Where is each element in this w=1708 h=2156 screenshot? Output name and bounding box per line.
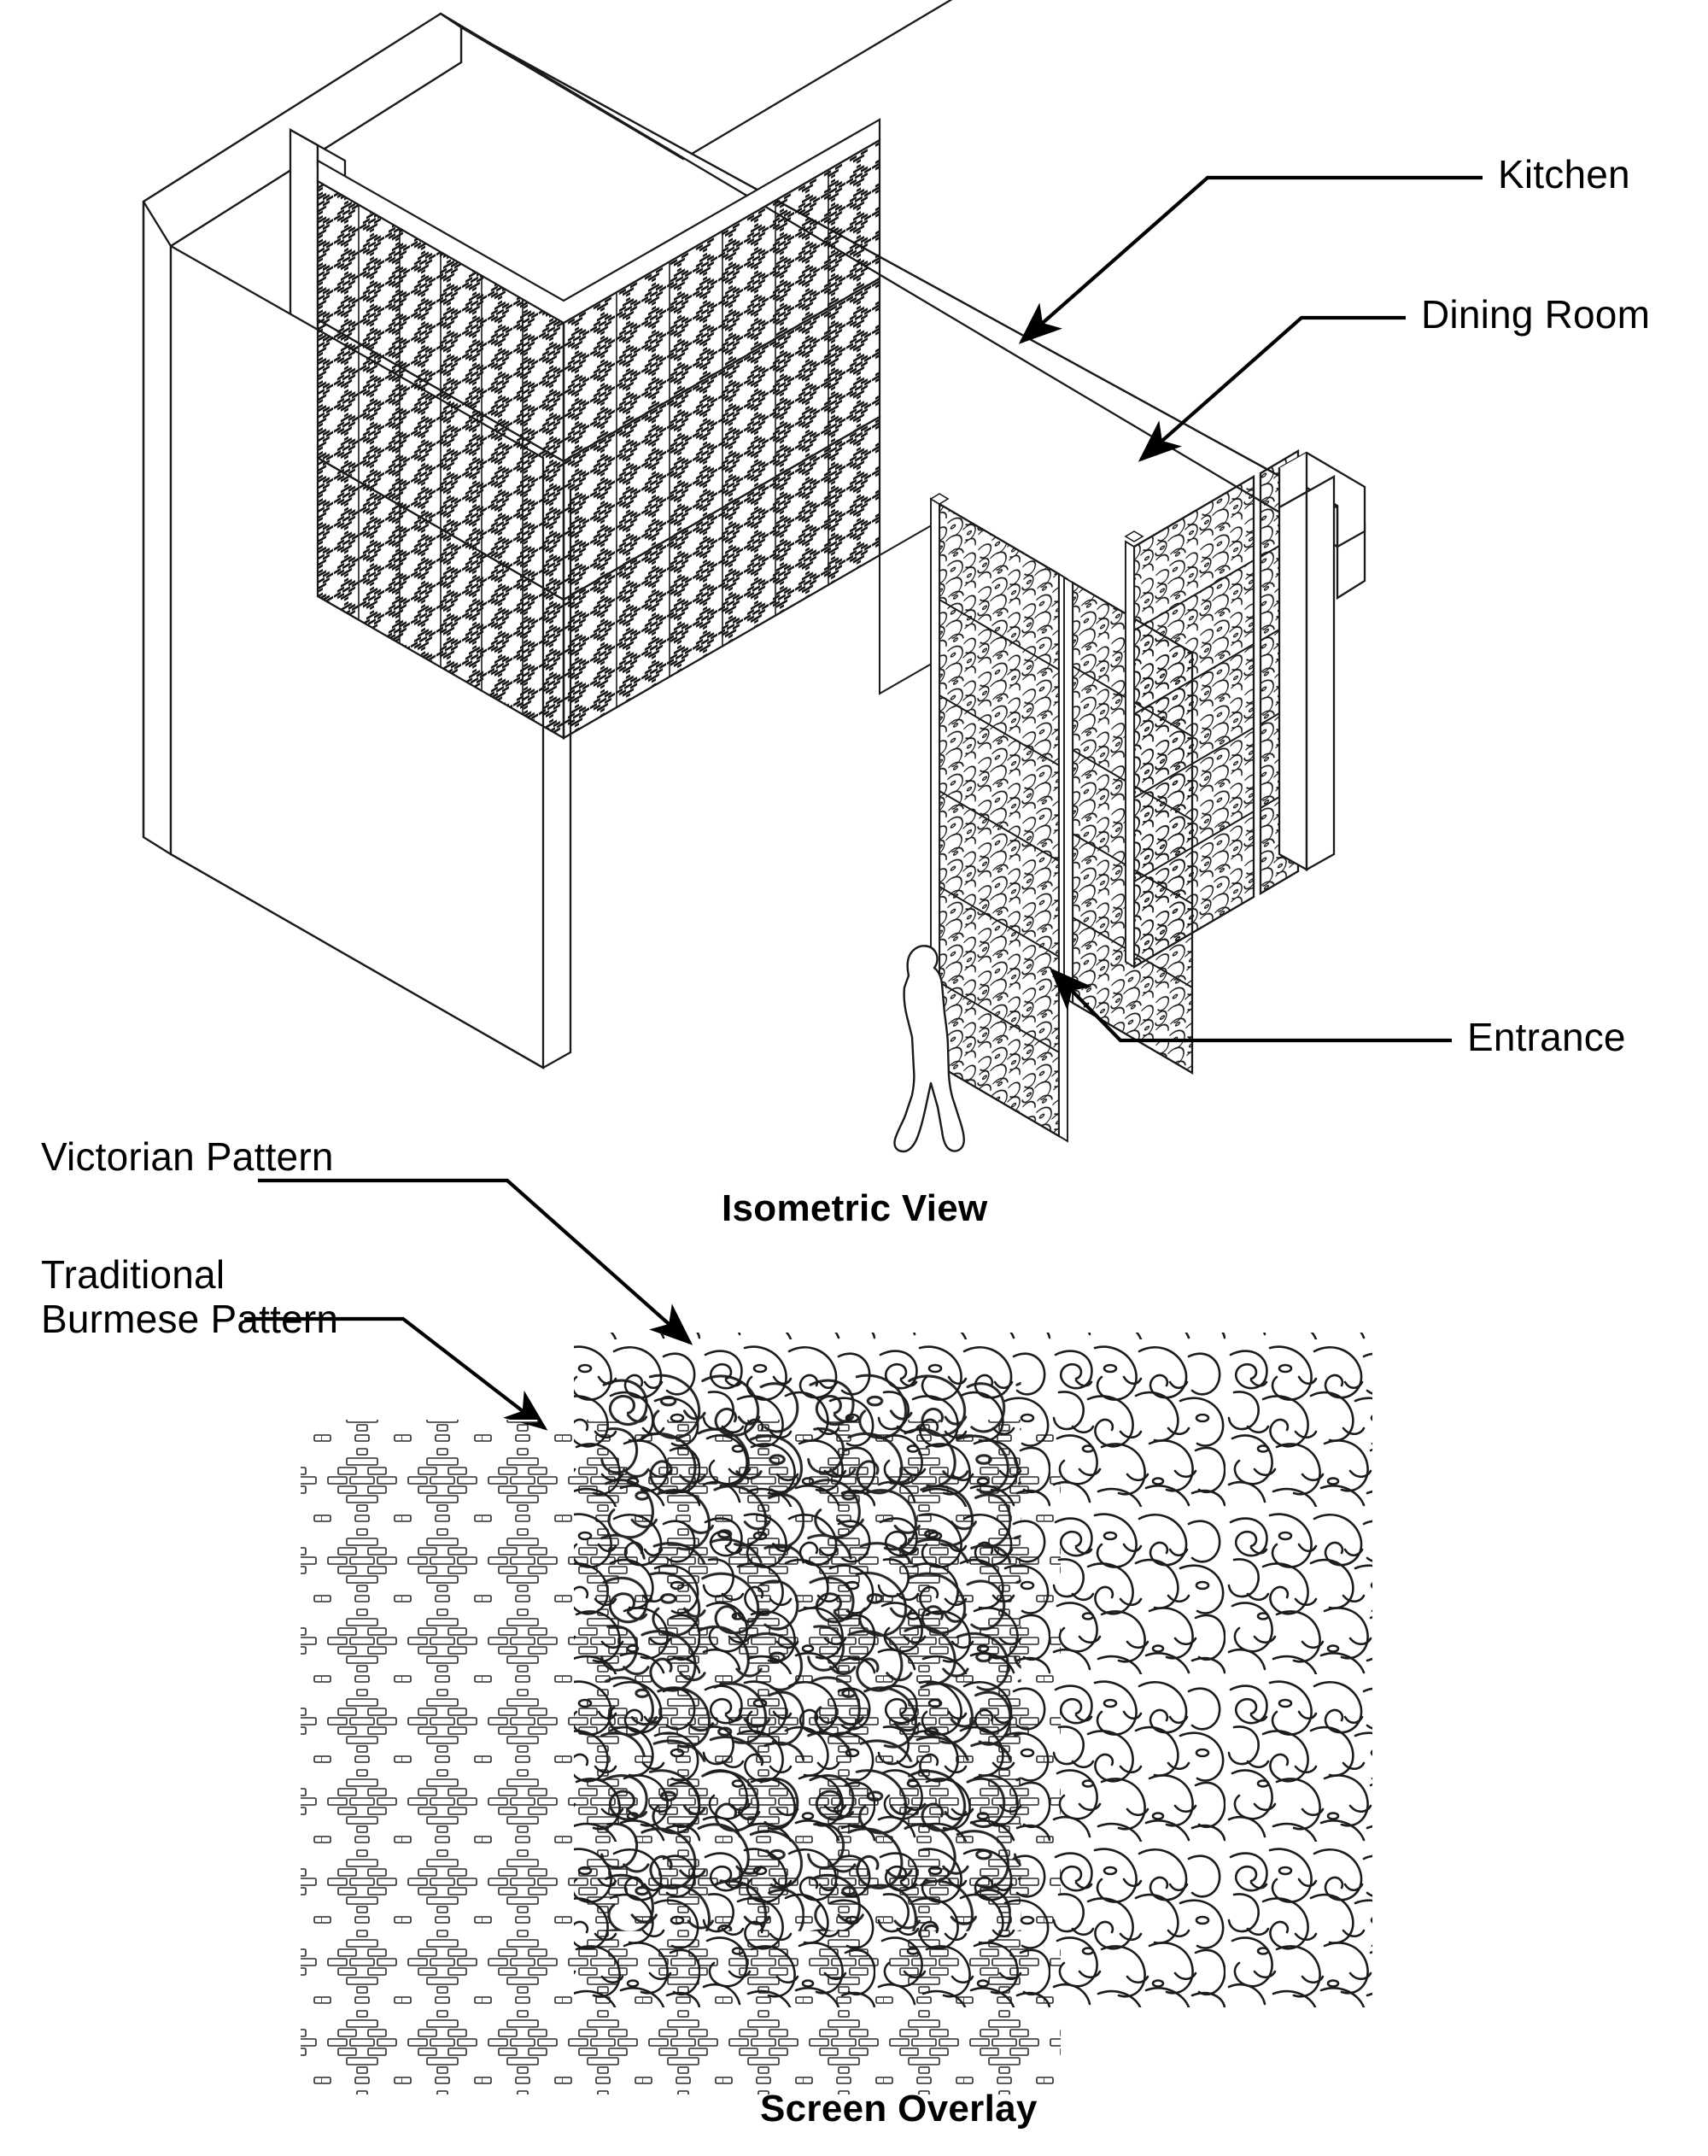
label-dining-room: Dining Room xyxy=(1421,292,1651,337)
leader-victorian xyxy=(258,1178,693,1345)
leader-kitchen xyxy=(1018,175,1483,344)
leader-entrance xyxy=(1050,967,1452,1043)
partition-screen-wall xyxy=(316,118,881,740)
label-entrance: Entrance xyxy=(1467,1015,1626,1059)
caption-screen-overlay: Screen Overlay xyxy=(760,2088,1038,2130)
right-end-wall-pier xyxy=(1278,451,1366,871)
leader-burmese xyxy=(244,1316,548,1431)
entrance-screen-panel-c xyxy=(1124,474,1255,970)
rear-right-wall xyxy=(440,0,953,161)
screen-victorian-lower xyxy=(879,521,937,695)
label-traditional-burmese-pattern: Traditional Burmese Pattern xyxy=(41,1252,339,1342)
caption-isometric-view: Isometric View xyxy=(722,1187,988,1229)
overlay-overlap-core xyxy=(598,1367,1021,1931)
annotation-leaders xyxy=(244,175,1483,1431)
entrance-screen-panel-a xyxy=(929,493,1068,1143)
isometric-view-group xyxy=(142,0,1483,1431)
right-wall-slab xyxy=(1305,475,1336,871)
label-kitchen: Kitchen xyxy=(1498,152,1630,196)
scale-figure-person xyxy=(893,945,965,1153)
screen-overlay-group xyxy=(301,1333,1372,2094)
leader-dining xyxy=(1138,315,1406,462)
label-victorian-pattern: Victorian Pattern xyxy=(41,1134,334,1179)
